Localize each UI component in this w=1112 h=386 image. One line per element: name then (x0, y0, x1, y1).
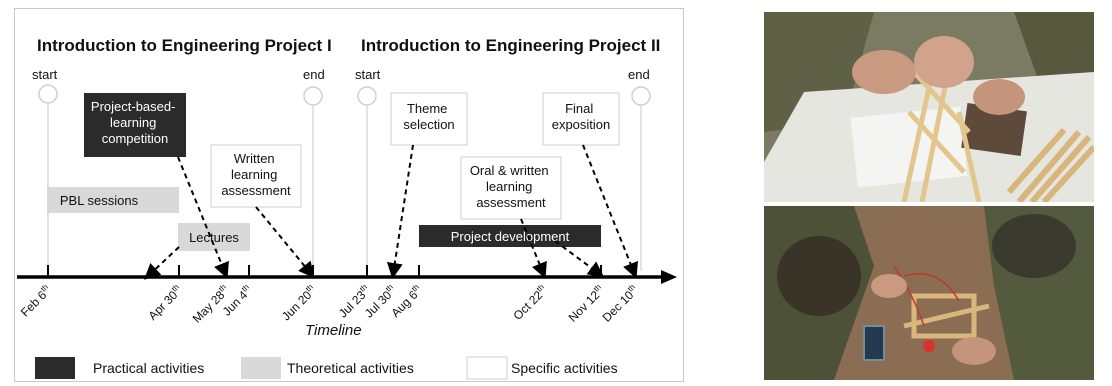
written-assessment-line3: assessment (221, 183, 291, 198)
date-label: Feb 6th (17, 283, 54, 320)
arrow-pbl-sessions (144, 246, 180, 280)
written-assessment-box (210, 144, 302, 208)
photo-bridge-assembly (764, 12, 1094, 202)
arrow-final-exposition-a (554, 240, 605, 278)
pbl-competition-line2: learning (110, 115, 156, 130)
oral-written-text: Oral & written learning assessment (470, 163, 552, 210)
end-marker-2 (631, 86, 651, 106)
oral-written-line3: assessment (476, 195, 546, 210)
wooden-model (911, 293, 977, 339)
lectures-text: Lectures (189, 230, 239, 245)
project2-title: Introduction to Engineering Project II (361, 36, 660, 55)
pbl-competition-line1: Project-based- (91, 99, 176, 114)
hand-right (973, 79, 1025, 115)
final-exposition-line2: exposition (552, 117, 611, 132)
legend-theoretical-label: Theoretical activities (287, 360, 414, 376)
timeline-arrowhead (661, 270, 677, 284)
date-label: Oct 22th (510, 283, 550, 323)
hand-bottom-right (952, 337, 996, 365)
pointer-arrows (144, 144, 638, 280)
arrow-oral-written (520, 218, 547, 279)
date-label: Apr 30th (145, 283, 185, 323)
photo-electronics-work (764, 206, 1094, 380)
date-labels: Feb 6th Apr 30th May 28th Jun 4th Jun 20… (17, 283, 641, 326)
pbl-competition-box (84, 93, 186, 157)
brown-paper (961, 103, 1027, 156)
final-exposition-box (542, 92, 620, 146)
end-label-2: end (628, 67, 650, 82)
start-marker-1 (38, 84, 58, 104)
legend-practical-label: Practical activities (93, 360, 204, 376)
legend-theoretical-swatch (241, 357, 281, 379)
timeline-label: Timeline (305, 322, 362, 339)
project1-title: Introduction to Engineering Project I (37, 36, 332, 55)
legend-specific-label: Specific activities (511, 360, 618, 376)
end-marker-1 (303, 86, 323, 106)
start-marker-2 (357, 86, 377, 106)
project-development-text: Project development (451, 229, 570, 244)
oral-written-line2: learning (486, 179, 532, 194)
loose-sticks (1006, 128, 1094, 202)
end-label-1: end (303, 67, 325, 82)
head-left (777, 236, 861, 316)
tick-marks (47, 265, 636, 277)
theme-selection-text: Theme selection (403, 101, 454, 132)
red-led (923, 340, 935, 352)
start-label-1: start (32, 67, 58, 82)
date-label: Dec 10th (599, 283, 641, 325)
oral-written-box (460, 156, 562, 220)
pbl-sessions-text: PBL sessions (60, 193, 139, 208)
hand-center (914, 36, 974, 88)
hand-bottom-left (871, 274, 907, 298)
model-stick (903, 303, 990, 329)
arrow-theme-selection (386, 144, 414, 279)
theme-selection-line2: selection (403, 117, 454, 132)
head-right (992, 214, 1076, 278)
arrow-competition (177, 156, 229, 279)
lectures-box (178, 223, 250, 251)
arrow-written-assessment (255, 206, 315, 279)
oral-written-line1: Oral & written (470, 163, 549, 178)
theme-selection-box (390, 92, 468, 146)
pbl-competition-line3: competition (102, 131, 168, 146)
written-assessment-line1: Written (234, 151, 275, 166)
start-label-2: start (355, 67, 381, 82)
theme-selection-line1: Theme (407, 101, 447, 116)
wires (893, 265, 960, 327)
date-label: Jun 20th (278, 283, 319, 324)
legend-practical-swatch (35, 357, 75, 379)
hand-left (852, 50, 916, 94)
written-assessment-line2: learning (231, 167, 277, 182)
final-exposition-text: Final exposition (552, 101, 611, 132)
pbl-competition-text: Project-based- learning competition (91, 99, 179, 146)
timeline-diagram: Introduction to Engineering Project I In… (14, 8, 684, 382)
pbl-sessions-box (47, 187, 179, 213)
legend-specific-swatch (466, 356, 508, 380)
arrow-final-exposition-b (582, 144, 638, 279)
date-label: Nov 12th (565, 283, 607, 325)
final-exposition-line1: Final (565, 101, 593, 116)
phone (863, 325, 885, 361)
written-assessment-text: Written learning assessment (221, 151, 291, 198)
